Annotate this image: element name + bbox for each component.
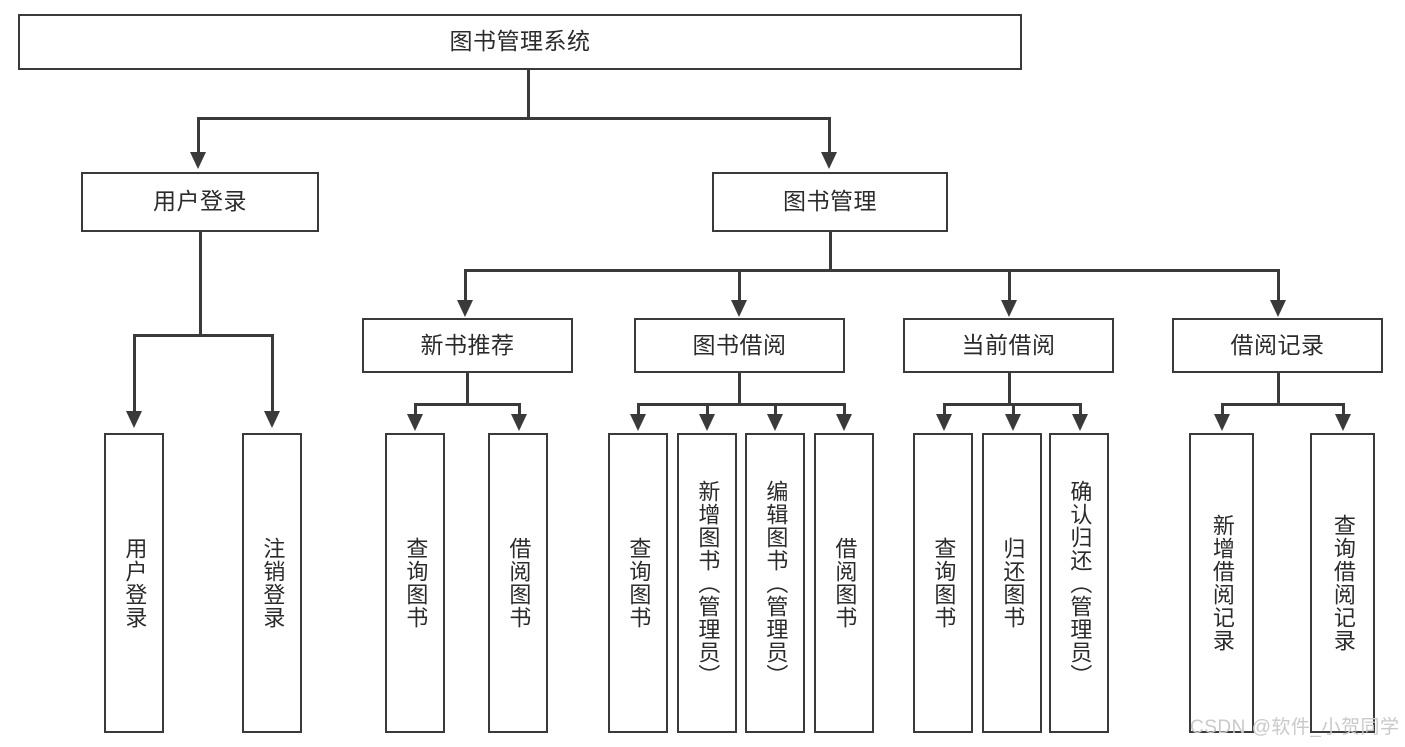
arrow-book-borrow-child-3 [767, 414, 783, 431]
edge-borrow-record-stem [1277, 373, 1280, 405]
node-label: 新增借阅记录 [1209, 514, 1235, 652]
node-current-borrow[interactable]: 当前借阅 [903, 318, 1114, 373]
leaf-current-borrow-confirm[interactable]: 确认归还（管理员） [1049, 433, 1109, 733]
leaf-borrow-record-add[interactable]: 新增借阅记录 [1189, 433, 1254, 733]
arrow-book-borrow-child-4 [836, 414, 852, 431]
leaf-current-borrow-return[interactable]: 归还图书 [982, 433, 1042, 733]
node-borrow-record[interactable]: 借阅记录 [1172, 318, 1383, 373]
edge-book-borrow-bar [637, 403, 844, 406]
edge-to-user-login [197, 117, 200, 155]
arrow-to-current-borrow [1001, 300, 1017, 317]
leaf-new-book-borrow[interactable]: 借阅图书 [488, 433, 548, 733]
edge-new-book-child-2 [518, 403, 521, 417]
node-label: 查询图书 [403, 537, 429, 629]
leaf-book-borrow-borrow[interactable]: 借阅图书 [814, 433, 874, 733]
edge-to-book-manage [828, 117, 831, 155]
edge-book-borrow-child-1 [637, 403, 640, 417]
edge-to-new-book [464, 269, 467, 303]
edge-user-login-child-2 [271, 334, 274, 414]
arrow-user-login-child-2 [264, 411, 280, 428]
node-book-borrow[interactable]: 图书借阅 [634, 318, 845, 373]
node-label: 借阅记录 [1230, 331, 1325, 358]
node-label: 查询借阅记录 [1330, 514, 1356, 652]
node-label: 确认归还（管理员） [1067, 479, 1093, 687]
node-label: 当前借阅 [961, 331, 1056, 358]
edge-book-borrow-stem [738, 373, 741, 405]
arrow-user-login-child-1 [126, 411, 142, 428]
edge-to-current-borrow [1008, 269, 1011, 303]
arrow-book-borrow-child-2 [699, 414, 715, 431]
edge-book-borrow-child-2 [706, 403, 709, 417]
node-label: 用户登录 [122, 537, 148, 629]
edge-level1-bar [197, 117, 831, 120]
edge-user-login-bar [133, 334, 273, 337]
arrow-new-book-child-1 [407, 414, 423, 431]
edge-new-book-child-1 [414, 403, 417, 417]
edge-book-borrow-child-3 [774, 403, 777, 417]
edge-to-book-borrow [738, 269, 741, 303]
leaf-book-borrow-add[interactable]: 新增图书（管理员） [677, 433, 737, 733]
arrow-current-borrow-child-3 [1072, 414, 1088, 431]
node-label: 归还图书 [1000, 537, 1026, 629]
node-new-book-recommend[interactable]: 新书推荐 [362, 318, 573, 373]
node-user-login[interactable]: 用户登录 [81, 172, 319, 232]
leaf-book-borrow-query[interactable]: 查询图书 [608, 433, 668, 733]
edge-to-borrow-record [1277, 269, 1280, 303]
edge-user-login-stem [199, 232, 202, 335]
edge-level3-bar [464, 269, 1279, 272]
arrow-to-book-manage [821, 152, 837, 169]
node-label: 新书推荐 [420, 331, 515, 358]
arrow-current-borrow-child-1 [936, 414, 952, 431]
leaf-user-login-login[interactable]: 用户登录 [104, 433, 164, 733]
node-label: 编辑图书（管理员） [763, 479, 789, 687]
node-label: 借阅图书 [832, 537, 858, 629]
edge-book-manage-stem [829, 232, 832, 271]
node-label: 新增图书（管理员） [695, 479, 721, 687]
arrow-to-new-book [457, 300, 473, 317]
arrow-to-book-borrow [731, 300, 747, 317]
node-label: 借阅图书 [506, 537, 532, 629]
edge-current-borrow-bar [943, 403, 1080, 406]
node-label: 图书借阅 [692, 331, 787, 358]
arrow-borrow-record-child-1 [1214, 414, 1230, 431]
leaf-borrow-record-query[interactable]: 查询借阅记录 [1310, 433, 1375, 733]
leaf-user-login-logout[interactable]: 注销登录 [242, 433, 302, 733]
edge-borrow-record-child-2 [1342, 403, 1345, 417]
leaf-new-book-query[interactable]: 查询图书 [385, 433, 445, 733]
leaf-current-borrow-query[interactable]: 查询图书 [913, 433, 973, 733]
leaf-book-borrow-edit[interactable]: 编辑图书（管理员） [745, 433, 805, 733]
node-label: 查询图书 [626, 537, 652, 629]
arrow-borrow-record-child-2 [1335, 414, 1351, 431]
node-label: 用户登录 [153, 188, 247, 215]
node-label: 注销登录 [260, 537, 286, 629]
edge-borrow-record-child-1 [1221, 403, 1224, 417]
watermark-text: CSDN @软件_小贺同学 [1190, 717, 1400, 738]
node-label: 查询图书 [931, 537, 957, 629]
node-label: 图书管理 [783, 188, 877, 215]
edge-new-book-stem [466, 373, 469, 405]
edge-borrow-record-bar [1221, 403, 1344, 406]
arrow-new-book-child-2 [511, 414, 527, 431]
arrow-book-borrow-child-1 [630, 414, 646, 431]
arrow-current-borrow-child-2 [1005, 414, 1021, 431]
edge-new-book-bar [414, 403, 520, 406]
edge-current-borrow-child-1 [943, 403, 946, 417]
edge-current-borrow-stem [1008, 373, 1011, 405]
edge-root-stem [527, 70, 530, 118]
edge-book-borrow-child-4 [843, 403, 846, 417]
node-book-manage[interactable]: 图书管理 [712, 172, 948, 232]
arrow-to-borrow-record [1270, 300, 1286, 317]
node-label: 图书管理系统 [449, 28, 591, 55]
arrow-to-user-login [190, 152, 206, 169]
edge-user-login-child-1 [133, 334, 136, 414]
edge-current-borrow-child-3 [1079, 403, 1082, 417]
node-root-system[interactable]: 图书管理系统 [18, 14, 1022, 70]
edge-current-borrow-child-2 [1012, 403, 1015, 417]
